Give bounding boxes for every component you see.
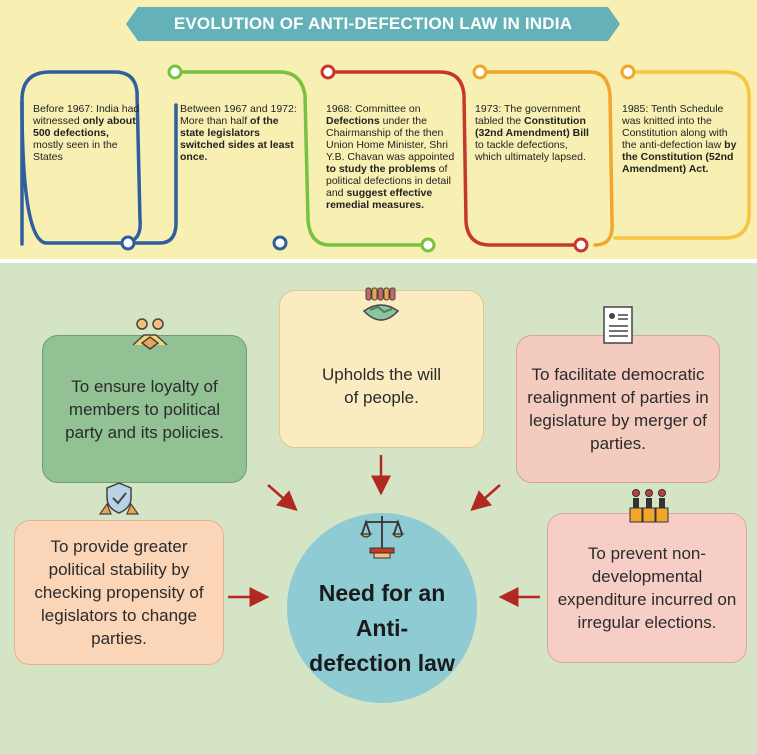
timeline-line-blue	[20, 70, 142, 246]
timeline-node-3	[272, 235, 288, 251]
title-banner: EVOLUTION OF ANTI-DEFECTION LAW IN INDIA	[126, 7, 620, 41]
document-checklist-icon	[603, 306, 633, 344]
center-label: Need for an Anti-defection law	[309, 579, 455, 676]
timeline-line-orange	[480, 70, 614, 247]
crowd-globe-icon	[362, 287, 400, 321]
timeline-line-blue-left	[20, 100, 178, 245]
handshake-icon	[132, 318, 168, 350]
timeline-text-1968: 1968: Committee on Defections under the …	[326, 103, 455, 211]
arrow-from-top-left	[267, 484, 298, 511]
timeline-node-2	[167, 64, 183, 80]
timeline-text-1985: 1985: Tenth Schedule was knitted into th…	[622, 103, 737, 175]
reason-loyalty: To ensure loyalty of members to politica…	[42, 335, 247, 483]
timeline-node-4	[320, 64, 336, 80]
timeline-node-1	[120, 235, 136, 251]
reason-realignment: To facilitate democratic realignment of …	[516, 335, 720, 483]
timeline-text-1967-1972: Between 1967 and 1972: More than half of…	[180, 103, 297, 163]
timeline-section	[0, 0, 757, 262]
reason-expenditure: To prevent non-developmental expenditure…	[547, 513, 747, 663]
speakers-podium-icon	[629, 489, 669, 523]
timeline-line-green	[176, 70, 422, 247]
timeline-line-red	[326, 70, 577, 247]
timeline-node-8	[620, 64, 636, 80]
arrow-from-top-right	[470, 484, 501, 511]
timeline-node-6	[472, 64, 488, 80]
shield-hands-icon	[98, 482, 140, 515]
timeline-lines	[20, 64, 751, 253]
timeline-node-7	[573, 237, 589, 253]
reason-stability: To provide greater political stability b…	[14, 520, 224, 665]
justice-scale-icon	[359, 516, 405, 559]
timeline-node-5	[420, 237, 436, 253]
timeline-line-yellow	[613, 70, 751, 240]
timeline-text-1967: Before 1967: India had witnessed only ab…	[33, 103, 140, 163]
page-title: EVOLUTION OF ANTI-DEFECTION LAW IN INDIA	[173, 14, 573, 33]
section-divider	[0, 259, 757, 263]
timeline-text-1973: 1973: The government tabled the Constitu…	[475, 103, 589, 163]
